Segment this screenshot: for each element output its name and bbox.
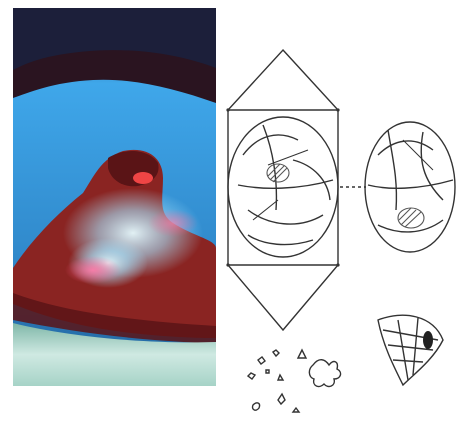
micrograph-image — [13, 8, 216, 386]
cell-diagram-drawing — [218, 40, 470, 425]
micrograph-photo — [13, 8, 216, 386]
cell-diagram — [218, 40, 470, 425]
